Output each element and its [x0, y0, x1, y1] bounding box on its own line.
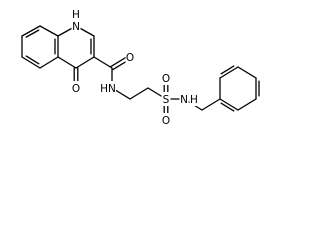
bonds	[21, 25, 260, 121]
atom-label-ring-n-bg	[71, 19, 81, 33]
atom-label-amide-nh: HN	[100, 83, 116, 95]
atom-label-sulfonyl-o1: O	[162, 73, 170, 85]
bond	[201, 98, 221, 111]
bond	[237, 98, 257, 111]
bond	[25, 29, 40, 38]
bond	[75, 56, 95, 69]
atom-label-ring-h-bg	[71, 7, 81, 21]
bond	[57, 56, 77, 69]
atom-label-sulfonyl-o1-bg	[161, 71, 171, 85]
atom-label-amide-nh-bg	[100, 81, 116, 95]
atom-label-sulfonyl-o2-bg	[161, 113, 171, 127]
bond	[237, 66, 257, 79]
atom-label-sulfonamide-h-bg	[189, 92, 199, 106]
bond	[220, 102, 235, 112]
atom-label-ring-h: H	[72, 9, 80, 21]
atom-label-sulfonamide-n: N	[180, 94, 188, 106]
bond	[21, 56, 41, 69]
atom-label-amide-o-bg	[125, 50, 135, 64]
bond	[93, 56, 113, 69]
bond	[129, 87, 149, 100]
atom-label-sulfonamide-h: H	[190, 94, 198, 106]
atom-label-sulfur-bg	[161, 92, 171, 106]
bond	[219, 66, 239, 79]
atom-label-sulfur: S	[163, 94, 170, 106]
atom-label-ketone-o-bg	[71, 81, 81, 95]
atom-label-sulfonamide-n-bg	[179, 92, 189, 106]
bond	[39, 25, 59, 37]
atom-label-sulfonyl-o2: O	[162, 115, 170, 127]
atom-label-ring-n: N	[72, 21, 80, 33]
bond	[220, 65, 235, 75]
bond	[39, 56, 59, 69]
bond	[25, 55, 40, 65]
atom-label-amide-o: O	[126, 52, 134, 64]
bond	[21, 25, 41, 37]
atom-label-ketone-o: O	[72, 83, 80, 95]
bond	[219, 98, 239, 111]
